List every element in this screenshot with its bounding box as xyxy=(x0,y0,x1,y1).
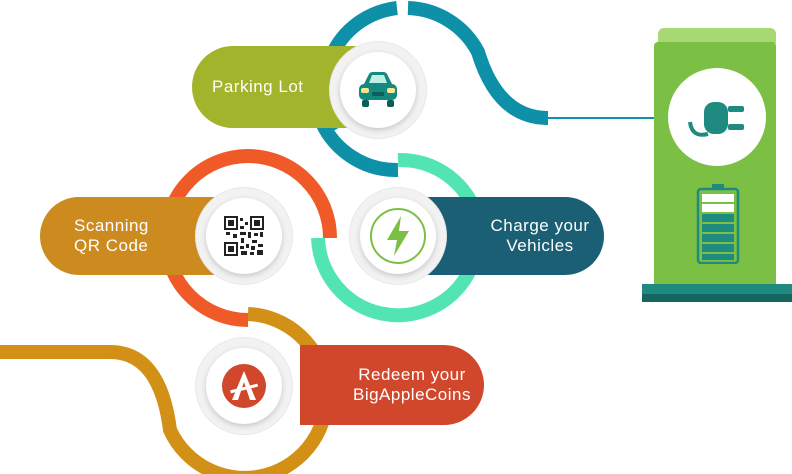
redeem-circle xyxy=(196,338,292,434)
redeem-label-line2: BigAppleCoins xyxy=(352,385,471,404)
qr-code-icon xyxy=(224,216,264,256)
charge-label-line1: Charge your xyxy=(490,216,590,235)
plug-icon xyxy=(688,102,744,137)
parking-lot-label: Parking Lot xyxy=(212,77,304,96)
bigapplecoin-logo-icon xyxy=(222,364,266,408)
redeem-label-line1: Redeem your xyxy=(358,365,466,384)
redeem-ring xyxy=(0,307,334,474)
scanning-label-line1: Scanning xyxy=(74,216,149,235)
parking-circle xyxy=(330,42,426,138)
car-icon xyxy=(359,72,397,107)
plug-icon-holder xyxy=(668,68,766,166)
scan-ring xyxy=(159,149,337,327)
scanning-label-line2: QR Code xyxy=(74,236,149,255)
charge-circle xyxy=(350,188,446,284)
lightning-bolt-icon xyxy=(370,208,426,264)
redeem-coins-pill: Redeem your BigAppleCoins xyxy=(300,345,484,425)
battery-icon xyxy=(696,184,740,264)
charge-label-line2: Vehicles xyxy=(506,236,574,255)
charge-icon-holder xyxy=(360,198,436,274)
parking-ring-lower xyxy=(313,115,399,178)
scan-icon-holder xyxy=(206,198,282,274)
charging-station xyxy=(642,28,792,308)
redeem-icon-holder xyxy=(206,348,282,424)
parking-icon-holder xyxy=(340,52,416,128)
scan-circle xyxy=(196,188,292,284)
